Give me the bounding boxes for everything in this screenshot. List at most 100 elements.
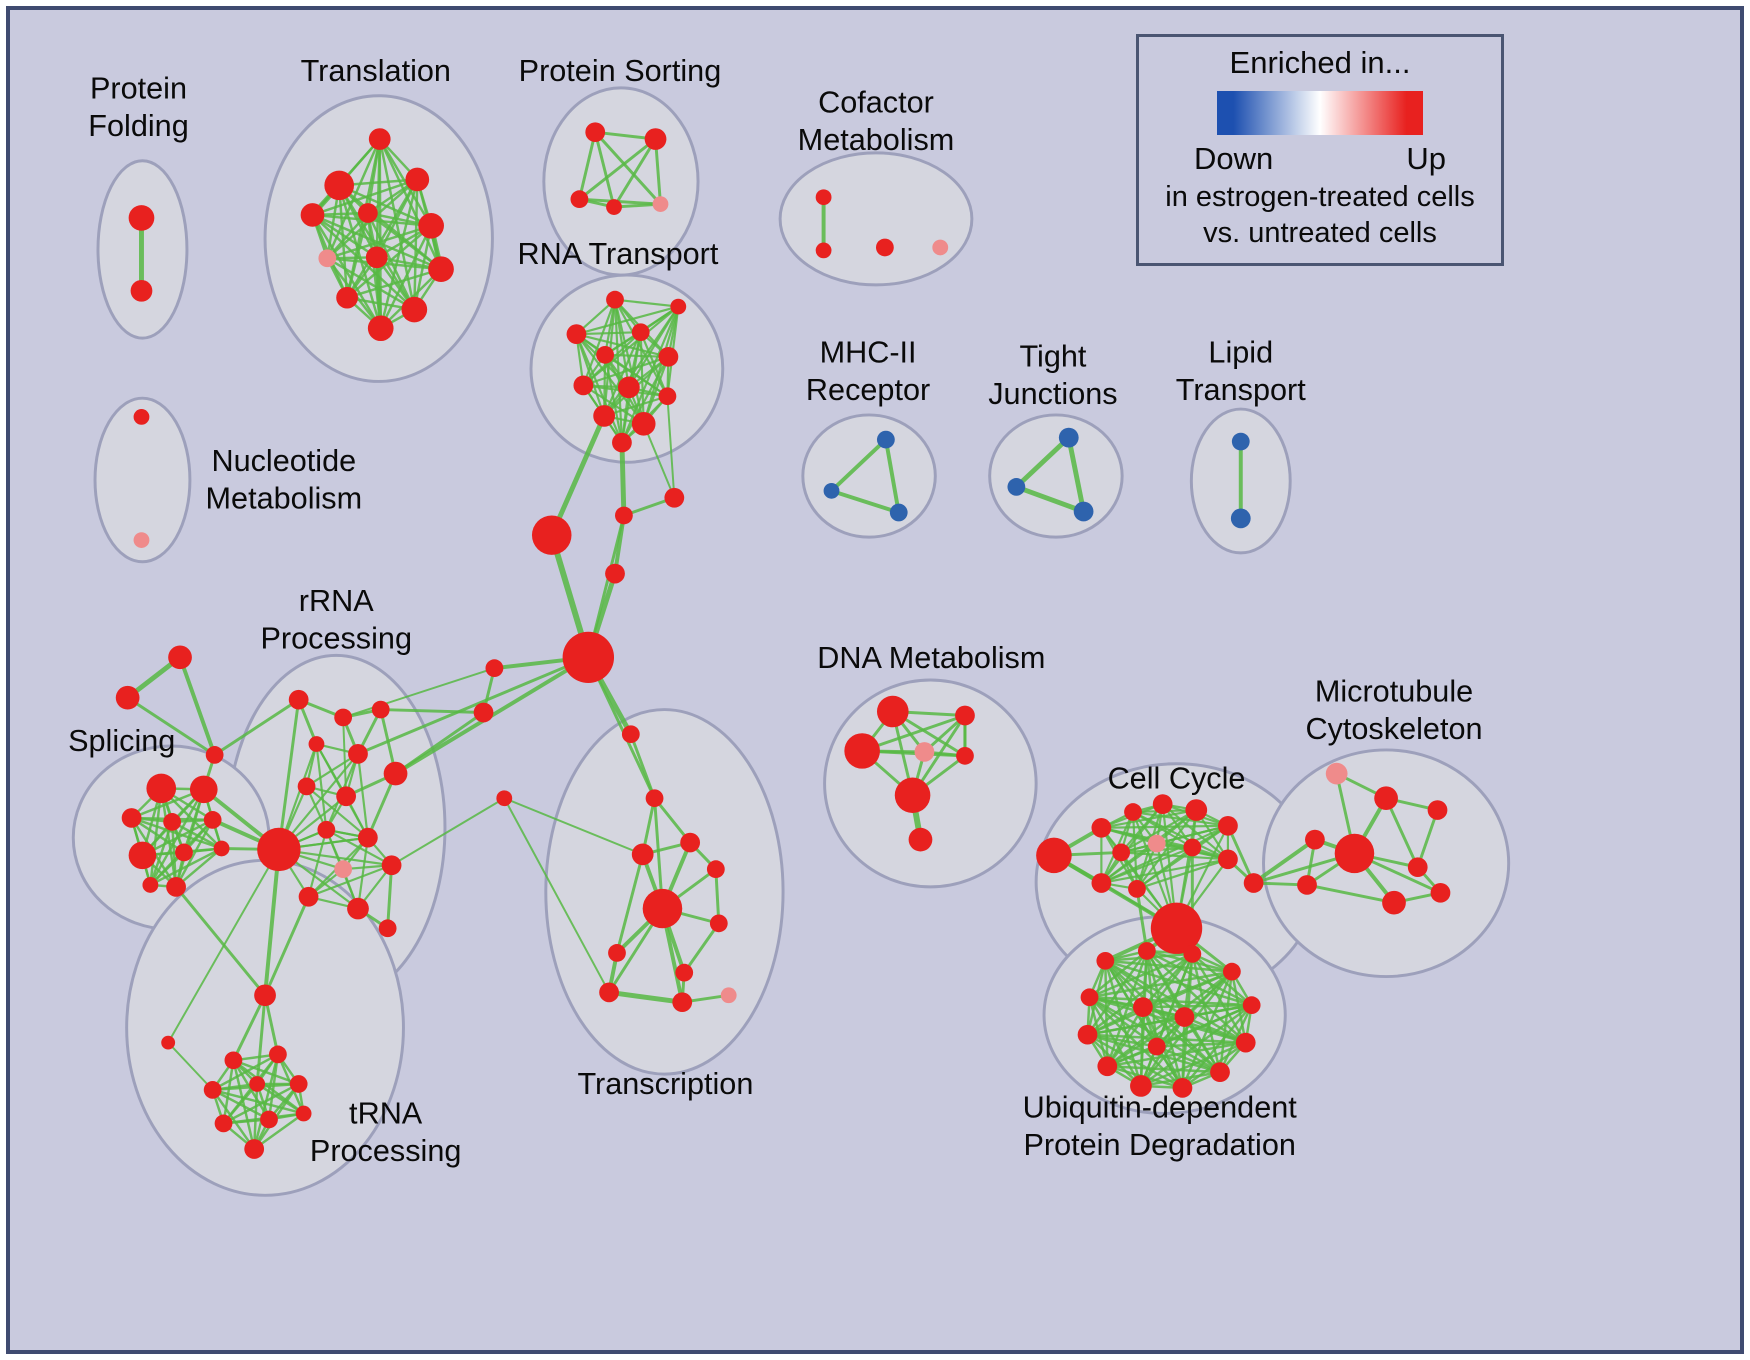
network-node-rt7 xyxy=(573,375,594,396)
network-edge xyxy=(390,797,506,867)
network-node-rt5 xyxy=(596,345,615,364)
network-node-ccl xyxy=(1036,837,1072,874)
network-node-cn3 xyxy=(531,515,572,555)
network-node-cc11 xyxy=(1128,880,1146,898)
network-node-tc1 xyxy=(621,725,640,744)
network-edge xyxy=(582,355,670,387)
network-node-cn2 xyxy=(615,506,633,525)
cluster-ellipse-microtubule-cytoskeleton xyxy=(1262,748,1511,979)
network-edge xyxy=(1106,1015,1186,1068)
cluster-label-line: Translation xyxy=(301,54,451,88)
network-node-tn1 xyxy=(224,1051,243,1070)
network-node-tc5 xyxy=(706,860,725,879)
network-edge xyxy=(386,863,394,930)
network-edge xyxy=(1183,1003,1253,1019)
network-edge xyxy=(1086,1005,1145,1036)
network-node-rrhub xyxy=(257,827,301,872)
cluster-label-line: RNA Transport xyxy=(518,237,719,271)
network-edge xyxy=(883,437,901,515)
network-edge xyxy=(604,353,670,358)
network-node-ub8 xyxy=(1172,1078,1193,1098)
network-node-rr15 xyxy=(378,919,397,938)
network-node-rr7 xyxy=(297,777,316,796)
cluster-label-line: Nucleotide xyxy=(211,444,356,478)
network-node-rr5 xyxy=(348,744,368,764)
network-node-tnl xyxy=(161,1035,176,1050)
network-edge xyxy=(342,667,496,719)
network-edge xyxy=(170,820,178,889)
network-edge xyxy=(326,211,370,260)
network-edge xyxy=(1135,846,1194,890)
network-edge xyxy=(575,305,680,336)
network-node-ub10 xyxy=(1097,1056,1118,1077)
network-node-sp5 xyxy=(203,811,222,829)
network-node-tn0 xyxy=(254,984,276,1007)
network-node-rr14 xyxy=(347,897,369,920)
network-edge xyxy=(1155,1045,1222,1074)
network-node-t4 xyxy=(300,203,325,227)
cluster-label-line: Cytoskeleton xyxy=(1305,712,1482,746)
network-node-cn4 xyxy=(605,563,625,584)
network-edge xyxy=(575,331,642,336)
legend-title: Enriched in... xyxy=(1229,45,1411,80)
network-node-nm1 xyxy=(133,409,150,425)
network-edge xyxy=(356,655,590,756)
network-node-rt12 xyxy=(612,432,632,453)
network-node-rr10 xyxy=(357,827,378,848)
network-edge xyxy=(1120,808,1198,854)
network-edge xyxy=(613,298,680,308)
cluster-label-line: tRNA xyxy=(349,1096,423,1130)
network-edge xyxy=(311,213,382,330)
network-node-rr8 xyxy=(336,786,356,807)
cluster-label-line: MHC-II xyxy=(820,336,917,370)
network-edge xyxy=(577,197,662,206)
network-edge xyxy=(149,787,163,887)
network-edge xyxy=(1088,996,1253,1007)
network-node-mc5 xyxy=(1334,833,1375,874)
network-node-cc8 xyxy=(1183,838,1202,857)
network-node-tc10 xyxy=(672,992,693,1013)
network-node-tn6 xyxy=(214,1114,233,1133)
cluster-ellipse-mhc-ii-receptor xyxy=(801,413,937,539)
network-node-cch xyxy=(1150,902,1203,954)
network-edge xyxy=(345,211,370,299)
network-node-sp3 xyxy=(121,808,142,828)
network-node-ub15 xyxy=(1147,1037,1166,1056)
network-node-sp10 xyxy=(142,877,159,893)
network-edge xyxy=(130,816,186,854)
network-node-rr13 xyxy=(298,886,319,907)
network-edge xyxy=(606,989,685,1005)
network-node-rr2 xyxy=(334,708,353,727)
network-node-m2 xyxy=(823,482,840,499)
network-edge xyxy=(1139,970,1234,1088)
network-node-ub13 xyxy=(1133,997,1153,1017)
network-edge xyxy=(629,732,657,800)
network-node-tj2 xyxy=(1007,478,1026,496)
network-node-rt2 xyxy=(670,298,687,315)
legend-caption-line2: vs. untreated cells xyxy=(1203,217,1437,249)
cluster-label-line: Folding xyxy=(88,109,188,143)
network-edge xyxy=(654,137,662,206)
network-edge xyxy=(315,742,328,831)
network-edge xyxy=(149,847,223,887)
cluster-label-line: Microtubule xyxy=(1315,675,1473,709)
network-edge xyxy=(1416,808,1439,869)
cluster-label-line: DNA Metabolism xyxy=(817,641,1045,675)
network-node-dm1 xyxy=(876,695,909,728)
network-node-mc6 xyxy=(1407,857,1428,878)
cluster-label-line: Ubiquitin-dependent xyxy=(1023,1091,1298,1125)
network-edge xyxy=(682,921,721,975)
network-node-tn5 xyxy=(289,1075,308,1093)
network-edge xyxy=(1088,949,1149,999)
network-node-tc11 xyxy=(720,987,737,1004)
network-edge xyxy=(1088,996,1143,1088)
network-node-ub2 xyxy=(1137,942,1156,960)
network-node-cc2 xyxy=(1124,803,1142,821)
